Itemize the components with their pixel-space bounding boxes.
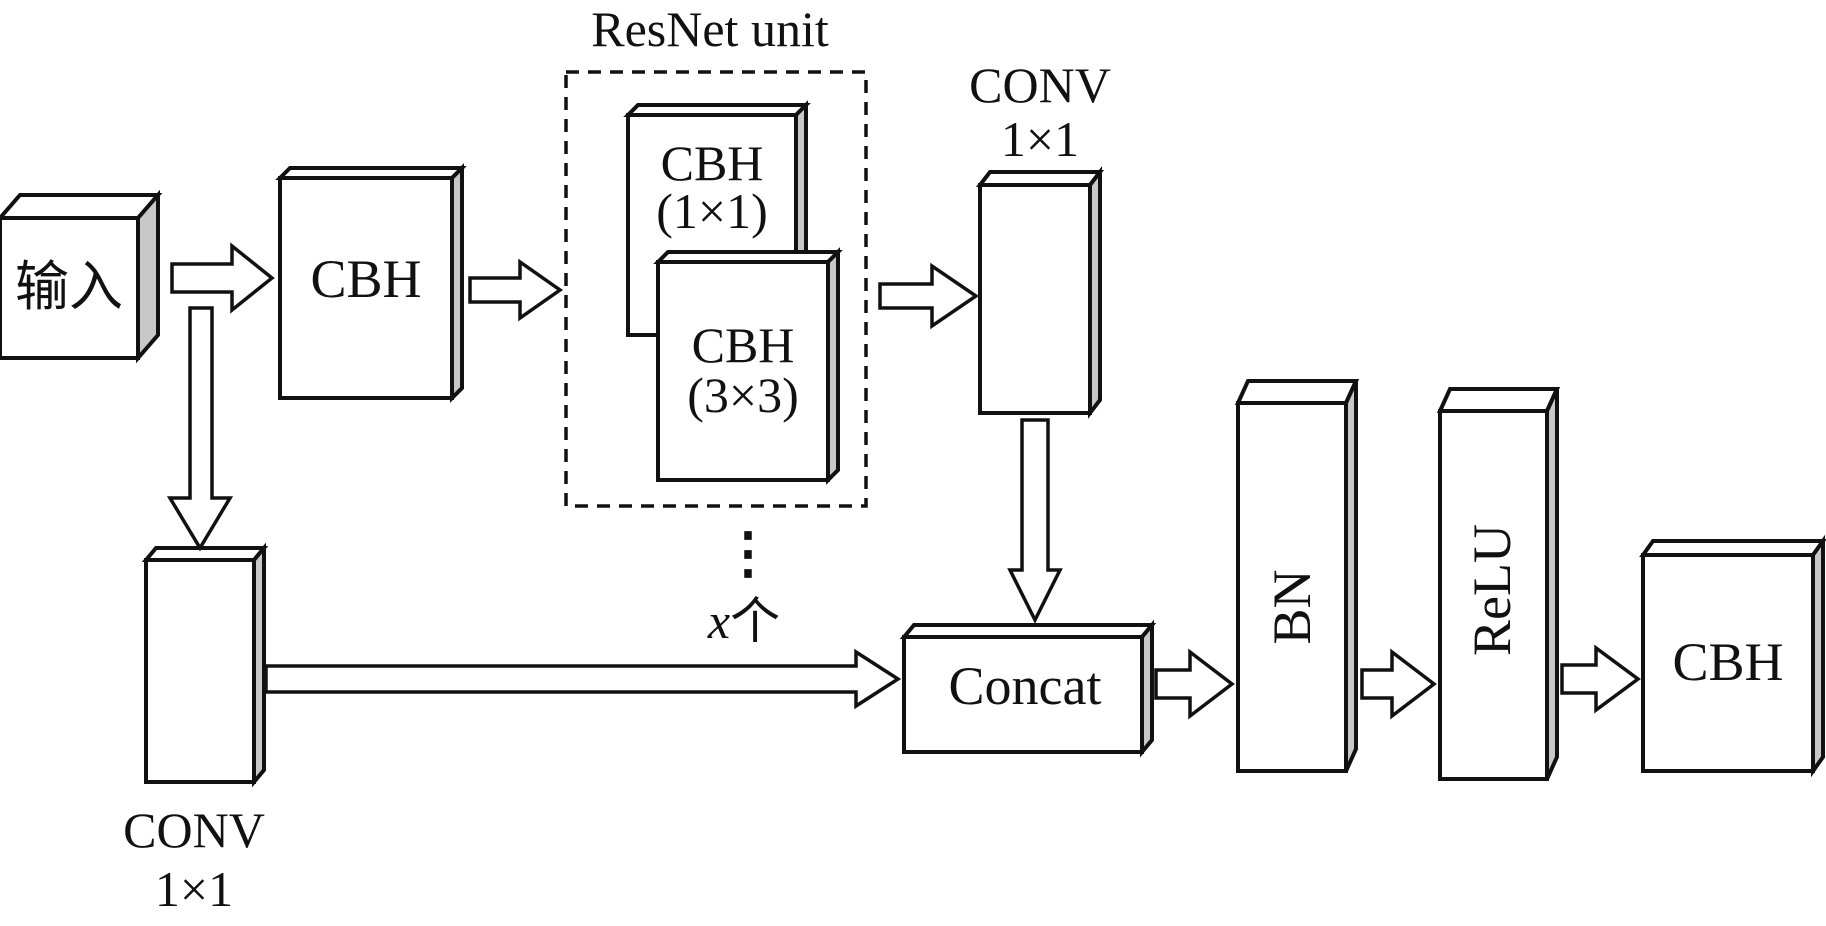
arrow-relu-to-cbh: [1560, 644, 1641, 714]
repeat-dots: ⋮: [720, 523, 776, 585]
cbh-block-last: [1639, 534, 1826, 778]
cbh-first-label: CBH: [310, 249, 421, 309]
cbh-3x3-label-line2: (3×3): [687, 367, 799, 423]
bn-block: [1234, 379, 1360, 773]
arrow-conv-bottom-to-concat: [264, 648, 902, 710]
arrow-cbh-to-resnet: [468, 258, 564, 322]
bn-label: BN: [1262, 569, 1322, 644]
conv-top-label-line2: 1×1: [1001, 111, 1079, 167]
relu-label: ReLU: [1462, 524, 1522, 656]
arrow-resnet-to-conv-top: [878, 262, 980, 330]
conv-top-label-line1: CONV: [969, 57, 1111, 113]
arrow-input-to-conv-bottom: [166, 306, 234, 552]
resnet-unit-frame: [564, 70, 868, 508]
arrow-bn-to-relu: [1360, 648, 1437, 720]
conv-1x1-top-block: [975, 166, 1105, 419]
resnet-unit-title: ResNet unit: [591, 1, 829, 57]
arrow-conv-top-to-concat: [1007, 418, 1063, 624]
cbh-1x1-label-line1: CBH: [661, 135, 764, 191]
repeat-var: x: [707, 593, 730, 649]
relu-block: [1436, 387, 1561, 781]
input-block: [0, 189, 163, 364]
concat-label: Concat: [949, 656, 1102, 716]
input-label: 输入: [15, 257, 123, 317]
cbh-1x1-label-line2: (1×1): [656, 183, 768, 239]
conv-1x1-bottom-block: [141, 542, 269, 788]
arrow-concat-to-bn: [1154, 648, 1235, 720]
conv-bottom-label-line2: 1×1: [155, 861, 233, 917]
repeat-unit: 个: [730, 593, 780, 649]
arrow-input-to-cbh: [170, 242, 275, 314]
repeat-count-label: x个: [707, 593, 780, 649]
cbh-3x3-label-line1: CBH: [692, 317, 795, 373]
concat-block: [899, 619, 1157, 758]
cbh-block-first: [275, 163, 467, 403]
conv-bottom-label-line1: CONV: [123, 802, 265, 858]
cbh-last-label: CBH: [1672, 632, 1783, 692]
cbh-3x3-block: [653, 247, 843, 485]
